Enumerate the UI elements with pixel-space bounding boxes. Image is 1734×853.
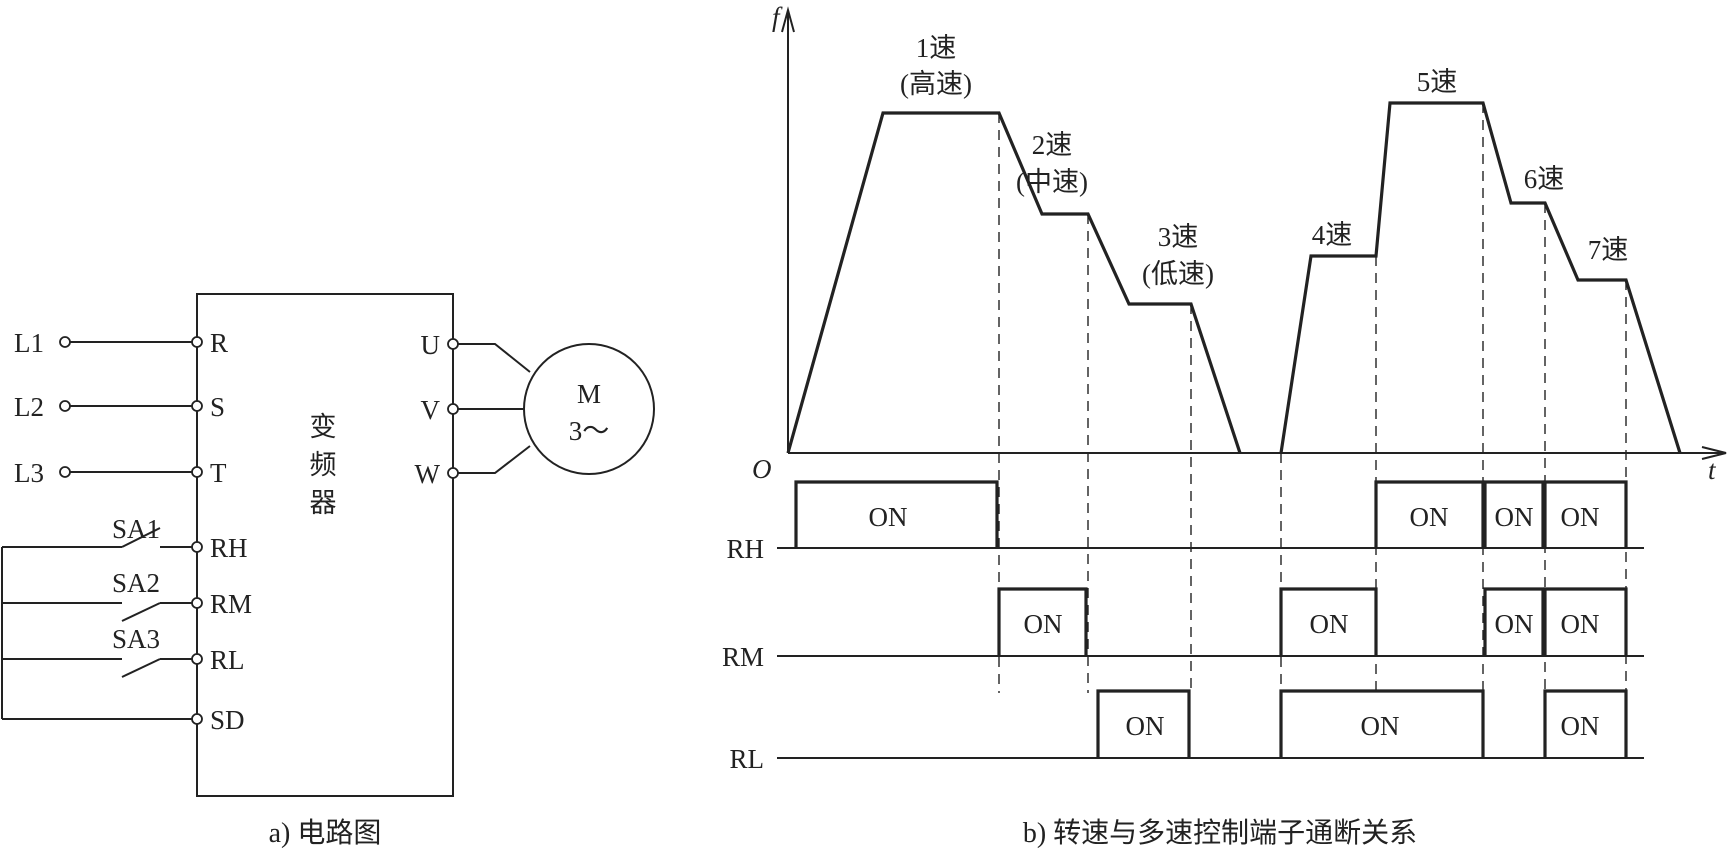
pulse-rh — [1543, 480, 1628, 548]
label-l3: L3 — [14, 458, 44, 488]
speed-label-2: 2速 — [1032, 130, 1073, 160]
terminal-sd — [191, 713, 203, 725]
terminal-t — [191, 466, 203, 478]
label-t: T — [210, 458, 227, 488]
y-axis-label: f — [772, 2, 783, 32]
terminal-l2 — [59, 400, 71, 412]
label-sd: SD — [210, 705, 245, 735]
pulse-rm — [1543, 587, 1628, 656]
pulse-rm — [997, 587, 1088, 656]
label-sa1: SA1 — [112, 514, 160, 544]
label-l2: L2 — [14, 392, 44, 422]
inverter-label-3: 器 — [310, 488, 337, 518]
speed-profile-4-7 — [1279, 101, 1682, 454]
on-label: ON — [1126, 711, 1165, 741]
terminal-u — [447, 338, 459, 350]
speed-label-3-level: (低速) — [1142, 259, 1214, 289]
terminal-w — [447, 467, 459, 479]
channel-label-rh: RH — [726, 534, 764, 564]
terminal-l3 — [59, 466, 71, 478]
motor — [523, 343, 655, 475]
label-v: V — [421, 395, 441, 425]
label-sa3: SA3 — [112, 624, 160, 654]
on-label: ON — [1310, 609, 1349, 639]
wire-w — [458, 445, 531, 474]
on-label: ON — [1410, 502, 1449, 532]
terminal-r — [191, 336, 203, 348]
label-w: W — [415, 459, 441, 489]
label-u: U — [421, 330, 441, 360]
speed-label-1-level: (高速) — [900, 69, 972, 99]
timing-chart: f t O 1速 (高速) 2速 (中速) 3速 (低速) 4速 5速 6速 7… — [722, 2, 1727, 849]
speed-label-2-level: (中速) — [1016, 167, 1088, 197]
label-r: R — [210, 328, 228, 358]
pulse-rl — [1279, 689, 1485, 758]
label-rm: RM — [210, 589, 252, 619]
switch-sa1 — [121, 527, 161, 548]
terminal-l1 — [59, 336, 71, 348]
speed-label-6: 6速 — [1524, 164, 1565, 194]
terminal-rm — [191, 597, 203, 609]
pulse-rm — [1483, 587, 1545, 656]
on-label: ON — [1561, 711, 1600, 741]
label-l1: L1 — [14, 328, 44, 358]
inverter-label-1: 变 — [310, 412, 337, 442]
label-rl: RL — [210, 645, 245, 675]
y-axis-arrow — [781, 6, 795, 33]
on-label: ON — [1561, 609, 1600, 639]
pulse-rh — [794, 480, 999, 548]
caption-b: b) 转速与多速控制端子通断关系 — [1023, 817, 1417, 849]
switch-sa2 — [121, 602, 161, 622]
label-s: S — [210, 392, 225, 422]
pulse-rh — [1374, 480, 1485, 548]
circuit-diagram: 变 频 器 L1 L2 L3 R S T SA1 SA2 SA3 — [1, 293, 655, 849]
label-sa2: SA2 — [112, 568, 160, 598]
caption-a: a) 电路图 — [269, 817, 382, 849]
terminal-v — [447, 403, 459, 415]
terminal-rl — [191, 653, 203, 665]
wire-u — [458, 343, 531, 373]
x-axis-arrow — [1701, 446, 1727, 460]
motor-label-phase: 3～ — [569, 416, 610, 446]
on-label: ON — [869, 502, 908, 532]
on-label: ON — [1495, 609, 1534, 639]
on-label: ON — [1495, 502, 1534, 532]
label-rh: RH — [210, 533, 248, 563]
inverter-label-2: 频 — [310, 450, 337, 480]
pulse-rm — [1279, 587, 1378, 656]
speed-label-3: 3速 — [1158, 222, 1199, 252]
speed-label-4: 4速 — [1312, 220, 1353, 250]
pulse-rl — [1543, 689, 1628, 758]
speed-label-1: 1速 — [916, 33, 957, 63]
speed-label-7: 7速 — [1588, 235, 1629, 265]
pulse-rh — [1483, 480, 1545, 548]
speed-label-5: 5速 — [1417, 67, 1458, 97]
terminal-rh — [191, 541, 203, 553]
switch-sa3 — [121, 658, 161, 678]
terminal-s — [191, 400, 203, 412]
on-label: ON — [1024, 609, 1063, 639]
pulse-rl — [1096, 689, 1191, 758]
origin-label: O — [752, 454, 772, 484]
motor-label-m: M — [577, 379, 601, 409]
speed-profile-1-3 — [786, 111, 1242, 454]
channel-label-rm: RM — [722, 642, 764, 672]
on-label: ON — [1361, 711, 1400, 741]
x-axis-label: t — [1708, 455, 1717, 485]
on-label: ON — [1561, 502, 1600, 532]
channel-label-rl: RL — [729, 744, 764, 774]
